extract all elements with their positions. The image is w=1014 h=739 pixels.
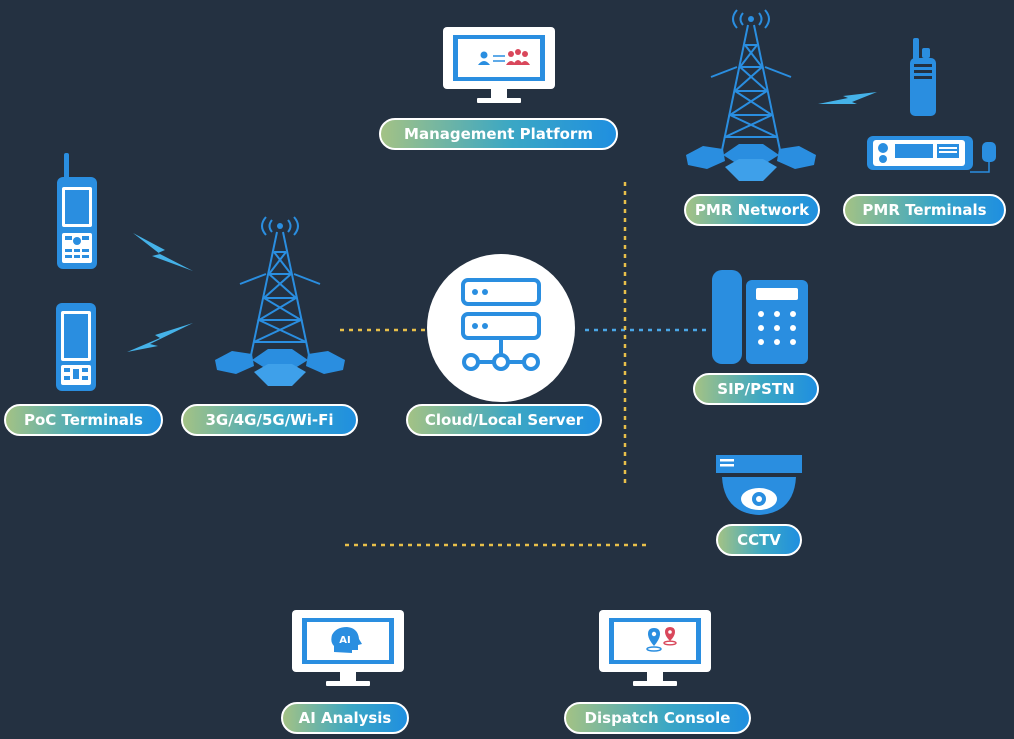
svg-text:AI: AI [339, 635, 350, 646]
monitor-ai-icon: AI [290, 608, 406, 690]
ai-analysis-label: AI Analysis [281, 702, 409, 734]
server-icon [425, 252, 577, 404]
monitor-map-icon [597, 608, 713, 690]
desk-phone-icon [708, 268, 810, 366]
signal-bolt-icon [818, 92, 877, 104]
handheld-terminal-icon [52, 153, 102, 271]
wireless-network-label: 3G/4G/5G/Wi-Fi [181, 404, 358, 436]
signal-bolt-icon [127, 323, 193, 352]
cctv-camera-icon [714, 455, 804, 517]
pmr-network-label: PMR Network [684, 194, 820, 226]
signal-bolt-icon [133, 233, 193, 271]
radio-tower-icon [681, 5, 821, 185]
two-way-radio-icon [862, 38, 1002, 178]
cloud-server-label: Cloud/Local Server [406, 404, 602, 436]
cctv-label: CCTV [716, 524, 802, 556]
handheld-terminal-icon [52, 303, 100, 391]
management-platform-label: Management Platform [379, 118, 618, 150]
sip-pstn-label: SIP/PSTN [693, 373, 819, 405]
monitor-users-icon [441, 25, 557, 107]
cell-tower-icon [210, 208, 350, 390]
dispatch-console-label: Dispatch Console [564, 702, 751, 734]
poc-terminals-label: PoC Terminals [4, 404, 163, 436]
pmr-terminals-label: PMR Terminals [843, 194, 1006, 226]
